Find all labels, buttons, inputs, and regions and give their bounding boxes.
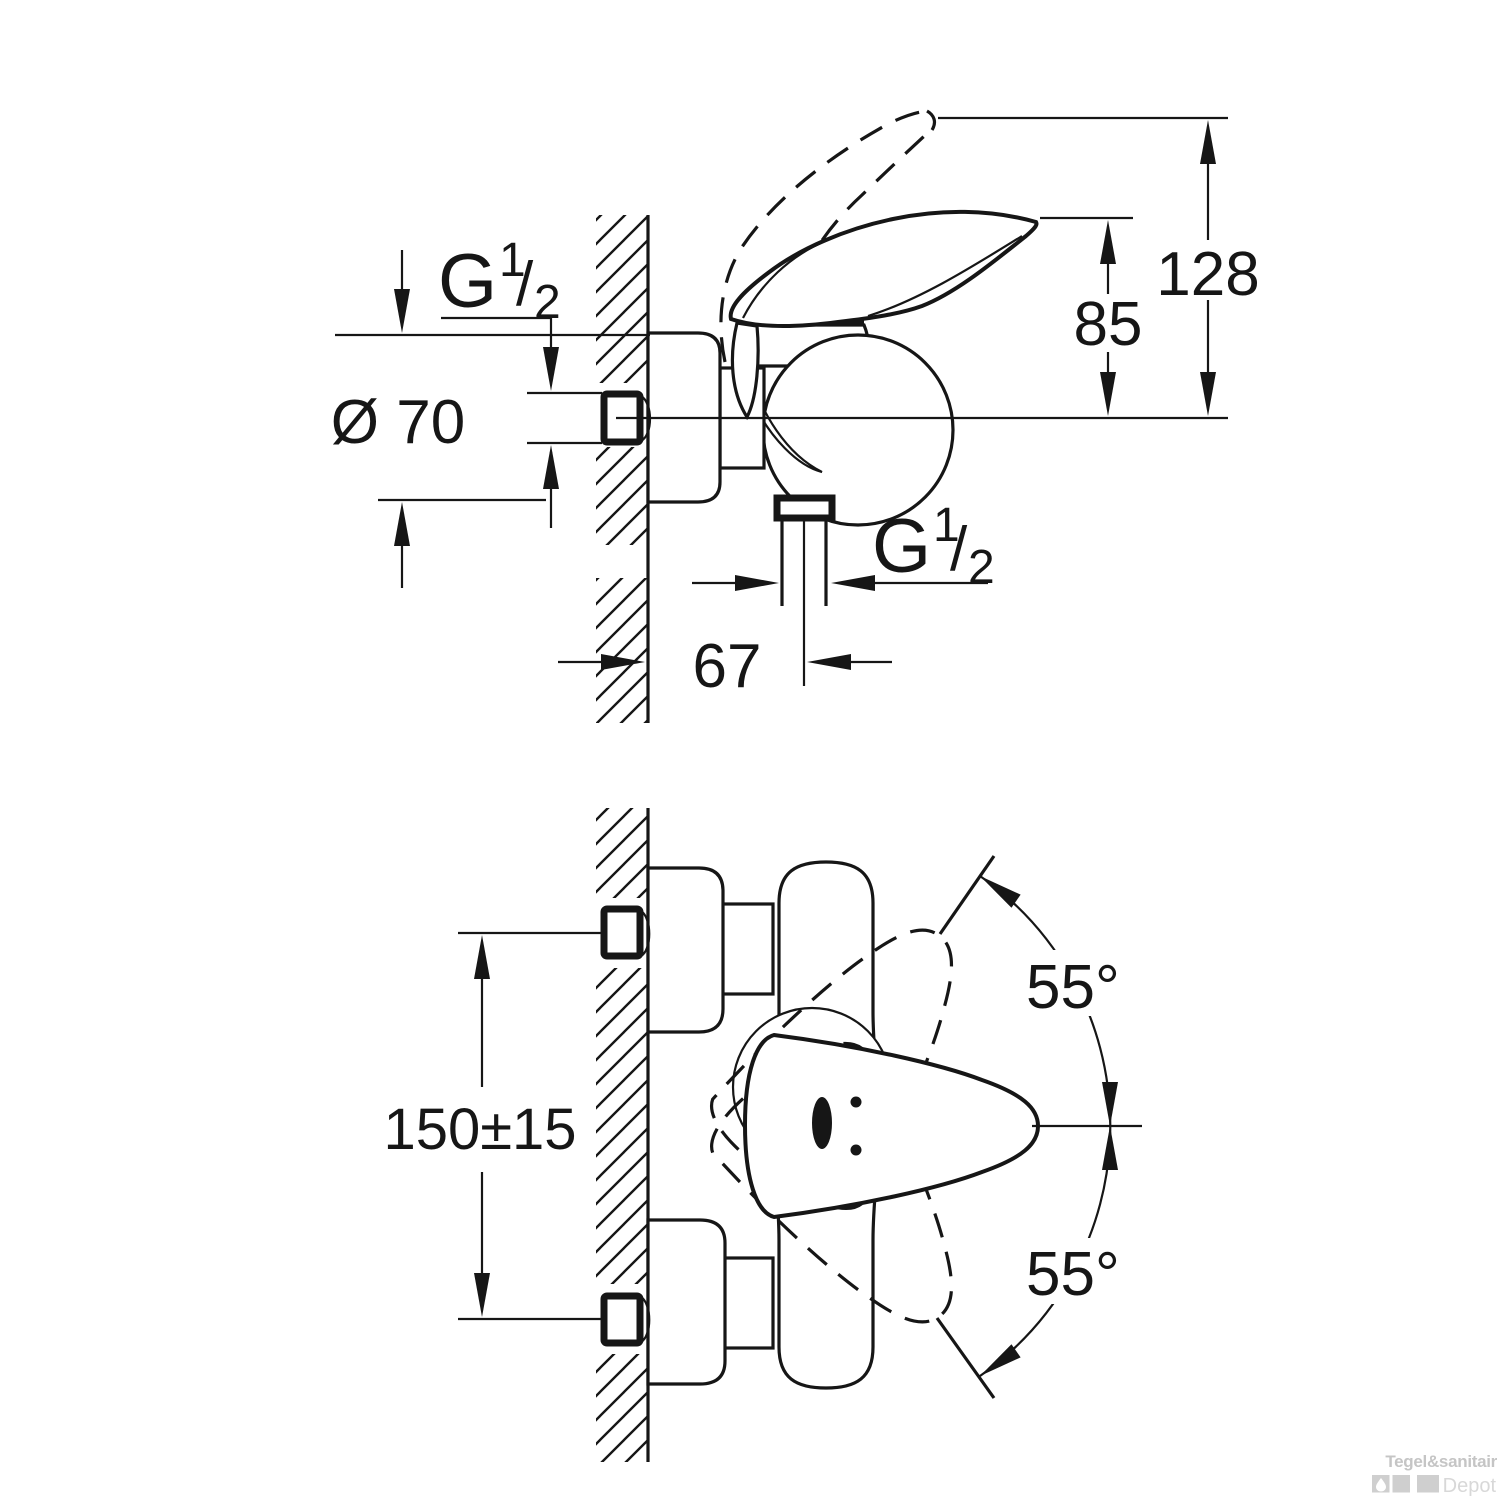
s-union-bottom <box>720 1256 775 1350</box>
wall-offset-label: 67 <box>693 632 762 701</box>
thread-hose-label: G 1 / 2 <box>872 499 995 594</box>
dim-wall-offset: 67 <box>558 632 892 701</box>
wall-section-side <box>592 215 652 723</box>
handle-underside-crease <box>867 235 1023 318</box>
swivel-tick-upper <box>938 855 996 935</box>
watermark-brand: Tegel&sanitair <box>1385 1452 1497 1471</box>
handle-seam <box>742 238 829 319</box>
mounting-centers-label: 150±15 <box>383 1097 576 1162</box>
wall-hatch <box>596 215 648 723</box>
dim-thread-wall: G 1 / 2 <box>438 234 602 528</box>
dim-thread-hose: G 1 / 2 <box>692 499 995 594</box>
front-view: 55° 55° 150±15 <box>383 808 1142 1462</box>
watermark-sub-brand: Depot <box>1443 1475 1497 1497</box>
watermark-logo: Tegel&sanitair Depot <box>1372 1452 1498 1497</box>
handle-logo-mark <box>812 1097 832 1149</box>
side-view: Ø 70 G 1 / 2 128 <box>331 109 1260 723</box>
hex-nipple-top <box>600 905 644 960</box>
overall-height-label: 128 <box>1156 240 1259 309</box>
swivel-tick-lower <box>935 1317 996 1399</box>
lever-handle-front <box>742 1032 1041 1220</box>
swivel-angle-upper-label: 55° <box>1026 953 1120 1022</box>
handle-height-label: 85 <box>1074 290 1143 359</box>
dim-heights: 128 85 <box>938 116 1260 416</box>
valve-body-side <box>740 316 955 527</box>
dim-flange-diameter: Ø 70 <box>331 250 650 588</box>
watermark-square-2 <box>1392 1475 1410 1493</box>
hose-nut <box>773 494 836 522</box>
swivel-arc <box>979 875 1112 1377</box>
swivel-angle-lower-label: 55° <box>1026 1240 1120 1309</box>
handle-raised-dashed <box>719 109 937 363</box>
thread-wall-label: G 1 / 2 <box>438 234 561 329</box>
dim-mounting-centers: 150±15 <box>383 931 602 1321</box>
hose-outlet <box>773 494 836 686</box>
wall-gap <box>592 545 652 578</box>
watermark-square-3 <box>1417 1475 1439 1493</box>
escutcheon-bottom <box>646 1218 727 1386</box>
flange-diameter-label: Ø 70 <box>331 388 465 457</box>
s-union-top <box>720 902 775 996</box>
water-drop-icon <box>1376 1478 1386 1492</box>
hex-nipple-bottom <box>600 1292 644 1347</box>
escutcheon-top <box>646 866 725 1034</box>
dim-swivel-angle: 55° 55° <box>935 855 1142 1399</box>
mounting-hardware <box>600 866 775 1386</box>
